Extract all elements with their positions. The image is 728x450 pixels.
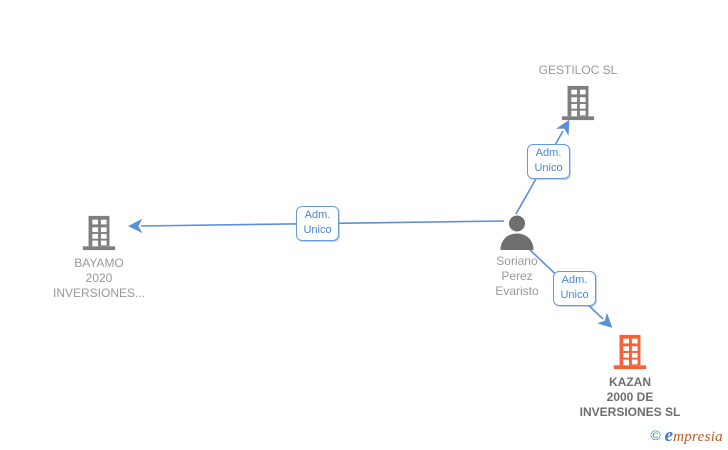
edge-label-adm-unico-bayamo[interactable]: Adm. Unico (296, 206, 339, 241)
node-label: GESTILOC SL (539, 63, 618, 78)
edge-label-line: Adm. (304, 209, 331, 221)
edge-label-adm-unico-kazan[interactable]: Adm. Unico (553, 271, 596, 306)
edge-label-line: Unico (560, 289, 589, 301)
node-label: BAYAMO 2020 INVERSIONES... (53, 256, 145, 301)
edge-label-line: Unico (534, 162, 563, 174)
company-building-icon (559, 84, 597, 122)
node-kazan[interactable]: KAZAN 2000 DE INVERSIONES SL (565, 333, 695, 420)
edge-label-adm-unico-gestiloc[interactable]: Adm. Unico (527, 144, 570, 179)
node-label-line: KAZAN (609, 375, 651, 389)
empresia-brand-initial: e (664, 425, 674, 446)
company-building-icon (80, 214, 118, 252)
node-label-line: Soriano (496, 254, 538, 268)
node-label-line: Perez (501, 269, 533, 283)
copyright-icon: © (650, 427, 661, 443)
node-label-line: BAYAMO (74, 256, 124, 270)
node-label-line: Evaristo (495, 284, 539, 298)
node-bayamo[interactable]: BAYAMO 2020 INVERSIONES... (34, 214, 164, 301)
node-label-line: INVERSIONES SL (579, 405, 681, 419)
node-gestiloc[interactable]: GESTILOC SL (513, 63, 643, 122)
node-label: Soriano Perez Evaristo (495, 254, 538, 299)
person-icon (497, 214, 537, 250)
node-label-line: 2000 DE (606, 390, 654, 404)
company-building-icon (611, 333, 649, 371)
empresia-brand-text: mpresia (673, 429, 723, 445)
node-person-soriano-perez-evaristo[interactable]: Soriano Perez Evaristo (452, 214, 582, 299)
node-label-line: INVERSIONES... (52, 286, 146, 300)
node-label-line: GESTILOC SL (538, 63, 618, 77)
empresia-logo[interactable]: ©empresia (650, 425, 723, 447)
edge-label-line: Unico (303, 224, 332, 236)
edge-label-line: Adm. (561, 274, 588, 286)
edge-label-line: Adm. (535, 147, 562, 159)
node-label: KAZAN 2000 DE INVERSIONES SL (580, 375, 681, 420)
node-label-line: 2020 (85, 271, 113, 285)
